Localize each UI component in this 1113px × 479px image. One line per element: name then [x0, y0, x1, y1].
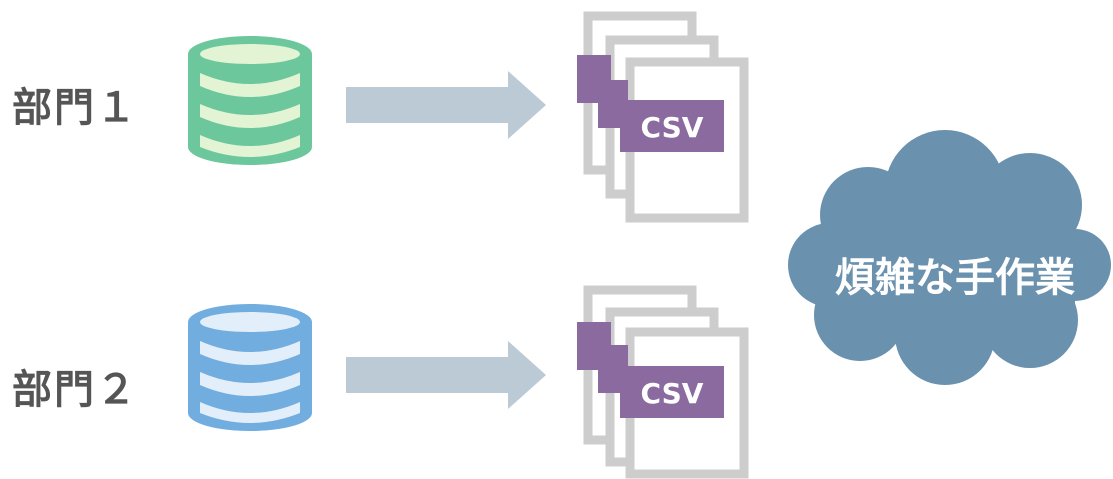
csv-label-1: CSV — [641, 111, 704, 144]
csv-files-2: CSV — [577, 285, 749, 479]
cloud-shape — [788, 130, 1111, 385]
department-1-label: 部門１ — [12, 85, 138, 131]
database-icon-2 — [188, 304, 312, 431]
department-2-label: 部門２ — [12, 367, 138, 413]
cloud-label: 煩雑な手作業 — [835, 255, 1075, 301]
arrow-1 — [346, 71, 546, 139]
arrow-2 — [346, 341, 546, 409]
database-icon-1 — [188, 36, 312, 165]
csv-label-2: CSV — [641, 377, 704, 410]
csv-files-1: CSV — [577, 11, 749, 223]
